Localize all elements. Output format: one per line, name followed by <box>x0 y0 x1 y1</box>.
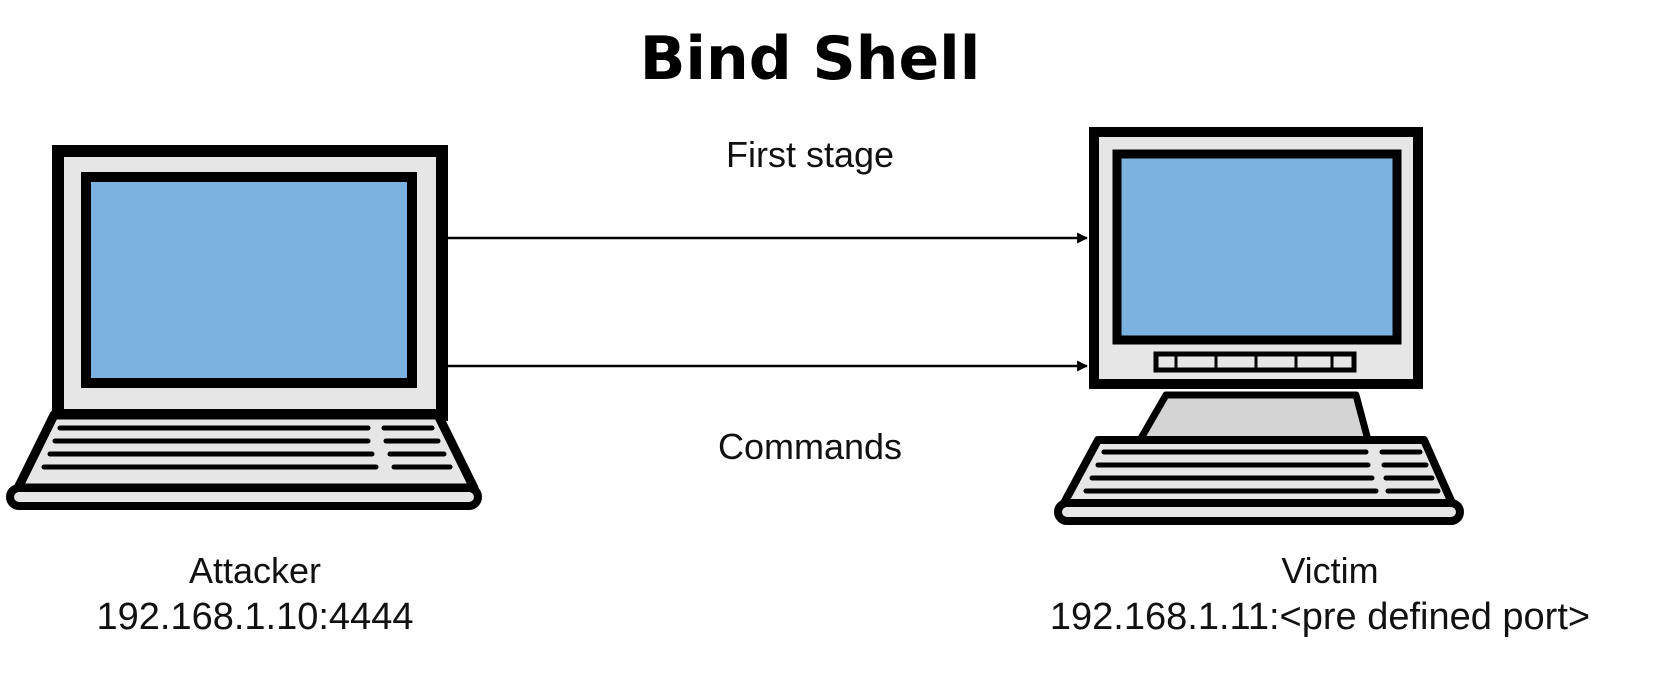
laptop-keys <box>41 425 453 470</box>
victim-address: 192.168.1.11:<pre defined port> <box>1049 596 1591 638</box>
first-stage-label: First stage <box>725 134 895 175</box>
laptop-screen <box>81 172 417 388</box>
diagram-title: Bind Shell <box>639 24 981 94</box>
laptop-base-edge <box>6 484 482 510</box>
laptop-icon <box>6 145 482 510</box>
desktop-computer-icon <box>1054 127 1464 525</box>
attacker-address: 192.168.1.10:4444 <box>96 596 414 638</box>
monitor-vent-slots <box>1174 356 1334 368</box>
desktop-keys <box>1083 449 1441 494</box>
monitor-screen <box>1112 149 1402 345</box>
victim-name: Victim <box>1281 550 1379 591</box>
attacker-name: Attacker <box>188 550 322 591</box>
desktop-keyboard-edge <box>1054 499 1464 525</box>
monitor-stand <box>1136 391 1372 444</box>
commands-label: Commands <box>717 426 903 467</box>
desktop-keyboard <box>1060 436 1456 507</box>
